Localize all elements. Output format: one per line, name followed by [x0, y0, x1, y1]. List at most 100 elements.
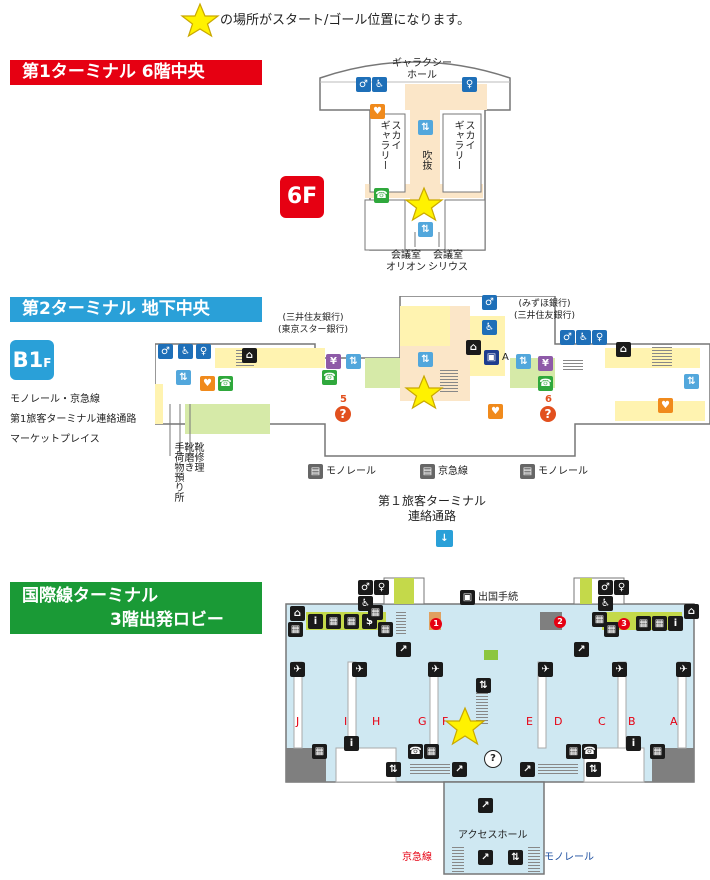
- smoking-area-icon: ⌂: [466, 340, 481, 355]
- restroom-men-icon: ♂: [560, 330, 575, 345]
- monorail-right-label: モノレール: [538, 466, 588, 477]
- immigration-icon: ▣: [460, 590, 475, 605]
- terminal2-start-star-icon: [404, 374, 444, 410]
- terminal1-floor-badge: 6F: [280, 176, 324, 218]
- terminal2-desc-line2: 第1旅客ターミナル連絡通路: [10, 414, 137, 425]
- immigration-label: 出国手続: [478, 592, 518, 603]
- international-title-line2: 3階出発ロビー: [110, 610, 224, 630]
- smoking-area-icon: ⌂: [684, 604, 699, 619]
- smoking-area-icon: ⌂: [242, 348, 257, 363]
- escalator: [396, 610, 406, 634]
- information-counter-icon: ?: [484, 750, 502, 768]
- bank-right-label: (みずほ銀行) (三井住友銀行): [514, 299, 576, 321]
- counter-a: A: [670, 715, 678, 728]
- restroom-icon: ♂: [598, 580, 613, 595]
- galaxy-hall-label: ギャラクシー ホール: [392, 58, 452, 81]
- escalator: [528, 846, 540, 872]
- phone-icon: ☎: [408, 744, 423, 759]
- restroom-men-icon: ♂: [356, 77, 371, 92]
- counter-j: J: [296, 715, 300, 728]
- terminal2-floor-label: B1: [12, 348, 44, 372]
- terminal2-desc-line3: マーケットプレイス: [10, 434, 100, 445]
- escalator-icon: ↗: [520, 762, 535, 777]
- terminal1-floor-label: 6F: [286, 184, 318, 209]
- atm-a-label: A: [502, 352, 509, 363]
- escalator: [538, 762, 578, 774]
- shop-icon: ▦: [368, 605, 383, 620]
- info-question-icon: ?: [540, 406, 556, 422]
- counter-f: F: [442, 715, 449, 728]
- sky-gallery-left-label: スカイ ギャラリー: [378, 120, 400, 170]
- escalator-icon: ↗: [396, 642, 411, 657]
- monorail-left-label: モノレール: [326, 466, 376, 477]
- restroom-icon: ♿: [598, 596, 613, 611]
- stairs: [563, 358, 583, 370]
- restroom-men-icon: ♂: [158, 344, 173, 359]
- check-in-counter-icon: ✈: [538, 662, 553, 677]
- stairs: [652, 344, 672, 366]
- monorail-train-icon: ▤: [308, 464, 323, 479]
- counter-g: G: [418, 715, 427, 728]
- terminal1-floor-map: [319, 61, 511, 251]
- keikyu-train-icon: ▤: [420, 464, 435, 479]
- circle-marker-2: 2: [554, 616, 566, 628]
- shop-icon: ▦: [636, 616, 651, 631]
- shop-icon: ▦: [652, 616, 667, 631]
- elevator-icon: ⇅: [476, 678, 491, 693]
- restroom-icon: ♀: [614, 580, 629, 595]
- bank-left-label: (三井住友銀行) (東京スター銀行): [278, 313, 349, 335]
- info-6-number: 6: [545, 394, 552, 405]
- elevator-icon: ⇅: [586, 762, 601, 777]
- smoking-area-icon: ⌂: [290, 606, 305, 621]
- sky-gallery-right-label: スカイ ギャラリー: [452, 120, 474, 170]
- restroom-icon: ♀: [374, 580, 389, 595]
- start-goal-star-icon: [180, 2, 220, 38]
- counter-b: B: [628, 715, 636, 728]
- escalator: [476, 690, 488, 724]
- terminal2-title: 第2ターミナル 地下中央: [10, 297, 262, 322]
- terminal1-title: 第1ターミナル 6階中央: [10, 60, 262, 85]
- phone-icon: ☎: [322, 370, 337, 385]
- check-in-counter-icon: ✈: [352, 662, 367, 677]
- restroom-women-icon: ♀: [196, 344, 211, 359]
- elevator-icon: ⇅: [684, 374, 699, 389]
- counter-h: H: [372, 715, 381, 728]
- down-arrow-icon: ↓: [436, 530, 453, 547]
- restroom-men-icon: ♂: [482, 295, 497, 310]
- check-in-counter-icon: ✈: [290, 662, 305, 677]
- international-title-banner: 国際線ターミナル 3階出発ロビー: [10, 582, 262, 634]
- shop-icon: ▦: [604, 622, 619, 637]
- stairs: [440, 370, 458, 392]
- phone-icon: ☎: [538, 376, 553, 391]
- restroom-women-icon: ♀: [592, 330, 607, 345]
- wheelchair-icon: ♿: [576, 330, 591, 345]
- phone-icon: ☎: [374, 188, 389, 203]
- keikyu-label: 京急線: [402, 852, 432, 863]
- shoe-repair-label: 靴修理: [192, 442, 203, 472]
- access-hall-label: アクセスホール: [458, 830, 528, 841]
- atrium-label: 吹抜: [420, 150, 431, 170]
- smoking-area-icon: ⌂: [616, 342, 631, 357]
- shop-icon: ▦: [326, 614, 341, 629]
- aed-icon: ♥: [658, 398, 673, 413]
- escalator-icon: ↗: [478, 798, 493, 813]
- shop-icon: ▦: [650, 744, 665, 759]
- escalator-icon: ↗: [478, 850, 493, 865]
- counter-d: D: [554, 715, 563, 728]
- shoe-shine-label: 靴磨き: [182, 442, 193, 472]
- atm-a-icon: ▣: [484, 350, 499, 365]
- elevator-icon: ⇅: [508, 850, 523, 865]
- escalator-icon: ↗: [574, 642, 589, 657]
- aed-icon: ♥: [200, 376, 215, 391]
- wheelchair-icon: ♿: [482, 320, 497, 335]
- escalator: [410, 762, 450, 774]
- counter-c: C: [598, 715, 606, 728]
- counter-e: E: [526, 715, 533, 728]
- shop-icon: ▦: [566, 744, 581, 759]
- elevator-icon: ⇅: [346, 354, 361, 369]
- monorail-label: モノレール: [544, 852, 594, 863]
- elevator-icon: ⇅: [418, 222, 433, 237]
- escalator-icon: ↗: [452, 762, 467, 777]
- check-in-counter-icon: ✈: [676, 662, 691, 677]
- monorail-train-icon: ▤: [520, 464, 535, 479]
